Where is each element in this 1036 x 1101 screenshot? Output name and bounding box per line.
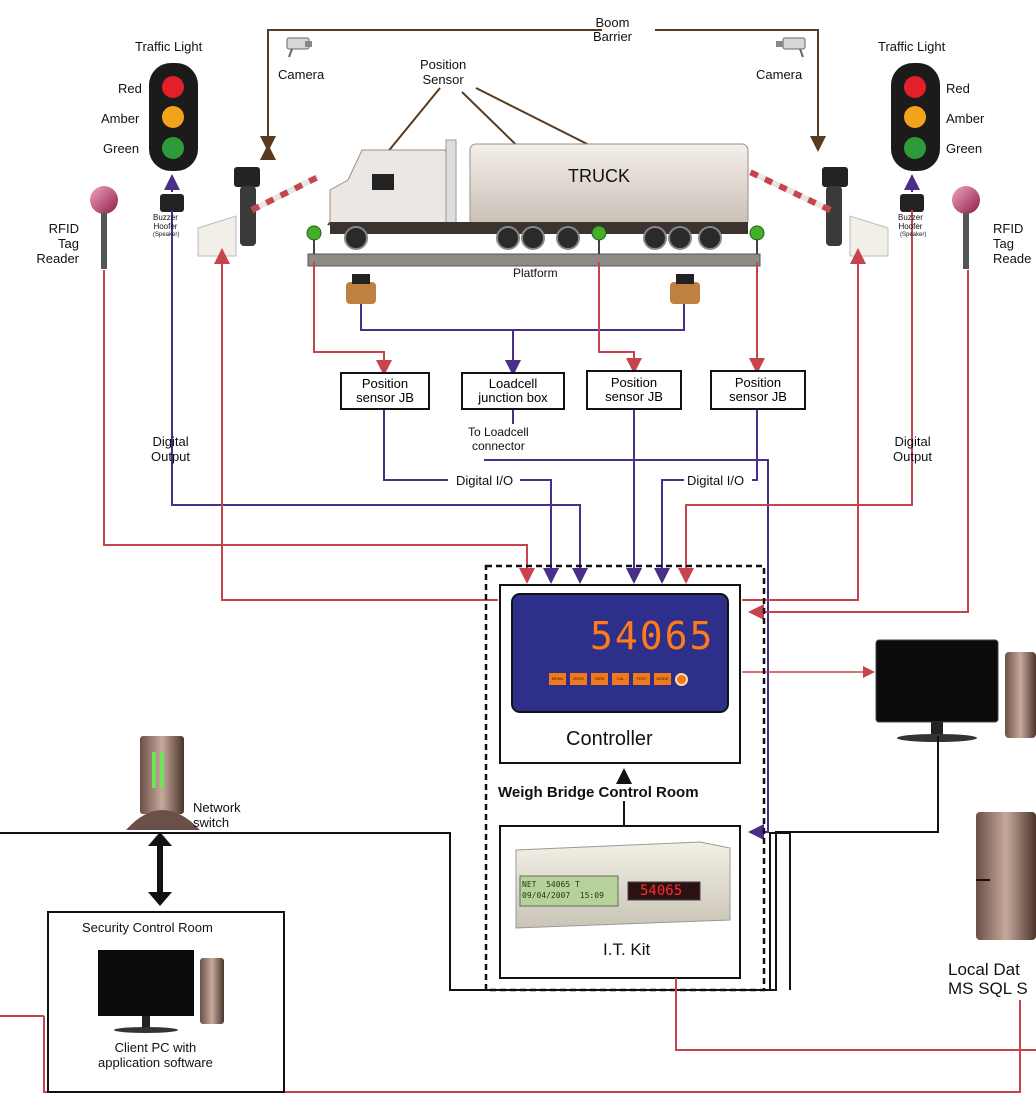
it-kit-device [515, 841, 731, 929]
truck [329, 139, 749, 250]
traffic-light-right-label: Traffic Light [878, 39, 946, 54]
loadcell-icons [346, 274, 700, 304]
traffic-light-right [891, 63, 940, 171]
buzzer-left-icon [160, 174, 184, 212]
buzzer-right-icon [900, 174, 924, 212]
loadcell-junction-box: Loadcell junction box [461, 372, 565, 410]
amber-left-label: Amber [101, 111, 140, 126]
controller-panel [511, 593, 729, 713]
platform-label: Platform [513, 266, 558, 280]
buzzer-right-label: Buzzer Hoofer [898, 213, 923, 231]
controller-button-zero[interactable]: ZERO [570, 673, 587, 685]
camera-right-icon [776, 37, 806, 58]
buzzer-left-label: Buzzer Hoofer [153, 213, 178, 231]
traffic-light-left-label: Traffic Light [135, 39, 203, 54]
position-sensor-jb-1: Position sensor JB [340, 372, 430, 410]
controller-button-tare[interactable]: TARE [591, 673, 608, 685]
platform [307, 253, 761, 267]
buzzer-right-sub: (Speaker) [900, 232, 927, 238]
truck-label: TRUCK [568, 166, 630, 186]
controller-weight-display: 54065 [590, 614, 715, 658]
buzzer-left-sub: (Speaker) [153, 232, 180, 238]
green-right-label: Green [946, 141, 983, 156]
rfid-reader-right-icon [952, 186, 980, 269]
red-right-label: Red [946, 81, 970, 96]
boom-barrier-line-left [260, 29, 602, 160]
digital-output-right-label: Digital Output [893, 434, 933, 464]
it-kit-lcd: NET 54065 T 09/04/2007 15:09 [522, 880, 604, 900]
controller-button-menu[interactable]: MENU [549, 673, 566, 685]
network-switch-icon [126, 736, 200, 830]
local-db-label: Local Dat MS SQL S [948, 960, 1028, 998]
digital-io-left-label: Digital I/O [454, 473, 516, 488]
security-room-label: Security Control Room [82, 920, 213, 935]
local-db-server [976, 812, 1036, 940]
camera-left-label: Camera [278, 67, 325, 82]
position-sensor-jb-2: Position sensor JB [586, 370, 682, 410]
operator-pc-right [875, 639, 1036, 742]
boom-barrier-line-right [655, 29, 826, 152]
to-loadcell-connector-label: To Loadcell connector [468, 425, 529, 453]
boom-barrier-right [748, 167, 889, 257]
controller-button-test[interactable]: TEST [633, 673, 650, 685]
network-switch-label: Network switch [193, 800, 241, 830]
rfid-left-label: RFID Tag Reader [36, 221, 79, 266]
controller-label: Controller [566, 728, 653, 750]
weigh-bridge-room-label: Weigh Bridge Control Room [496, 784, 701, 801]
red-left-label: Red [118, 81, 142, 96]
switch-security-arrow [148, 832, 172, 906]
green-left-label: Green [103, 141, 140, 156]
it-kit-label: I.T. Kit [603, 940, 651, 959]
position-sensor-icons [306, 225, 765, 254]
position-sensor-label: Position Sensor [420, 57, 467, 87]
controller-power-icon[interactable] [675, 673, 688, 686]
client-pc-icon [98, 950, 224, 1033]
rfid-reader-left-icon [90, 186, 118, 269]
controller-button-row: MENU ZERO TARE CAL TEST MODE [549, 673, 688, 686]
amber-right-label: Amber [946, 111, 985, 126]
it-kit-led-display: 54065 [640, 883, 683, 899]
controller-button-mode[interactable]: MODE [654, 673, 671, 685]
boom-barrier-label: Boom Barrier [593, 15, 633, 44]
boom-barrier-left [197, 167, 320, 257]
digital-output-left-label: Digital Output [151, 434, 191, 464]
position-sensor-jb-3: Position sensor JB [710, 370, 806, 410]
camera-right-label: Camera [756, 67, 803, 82]
camera-left-icon [286, 37, 312, 58]
client-pc-label: Client PC with application software [98, 1040, 213, 1070]
rfid-right-label: RFID Tag Reade [993, 221, 1032, 266]
traffic-light-left [149, 63, 198, 171]
digital-io-right-label: Digital I/O [685, 473, 747, 488]
controller-button-cal[interactable]: CAL [612, 673, 629, 685]
